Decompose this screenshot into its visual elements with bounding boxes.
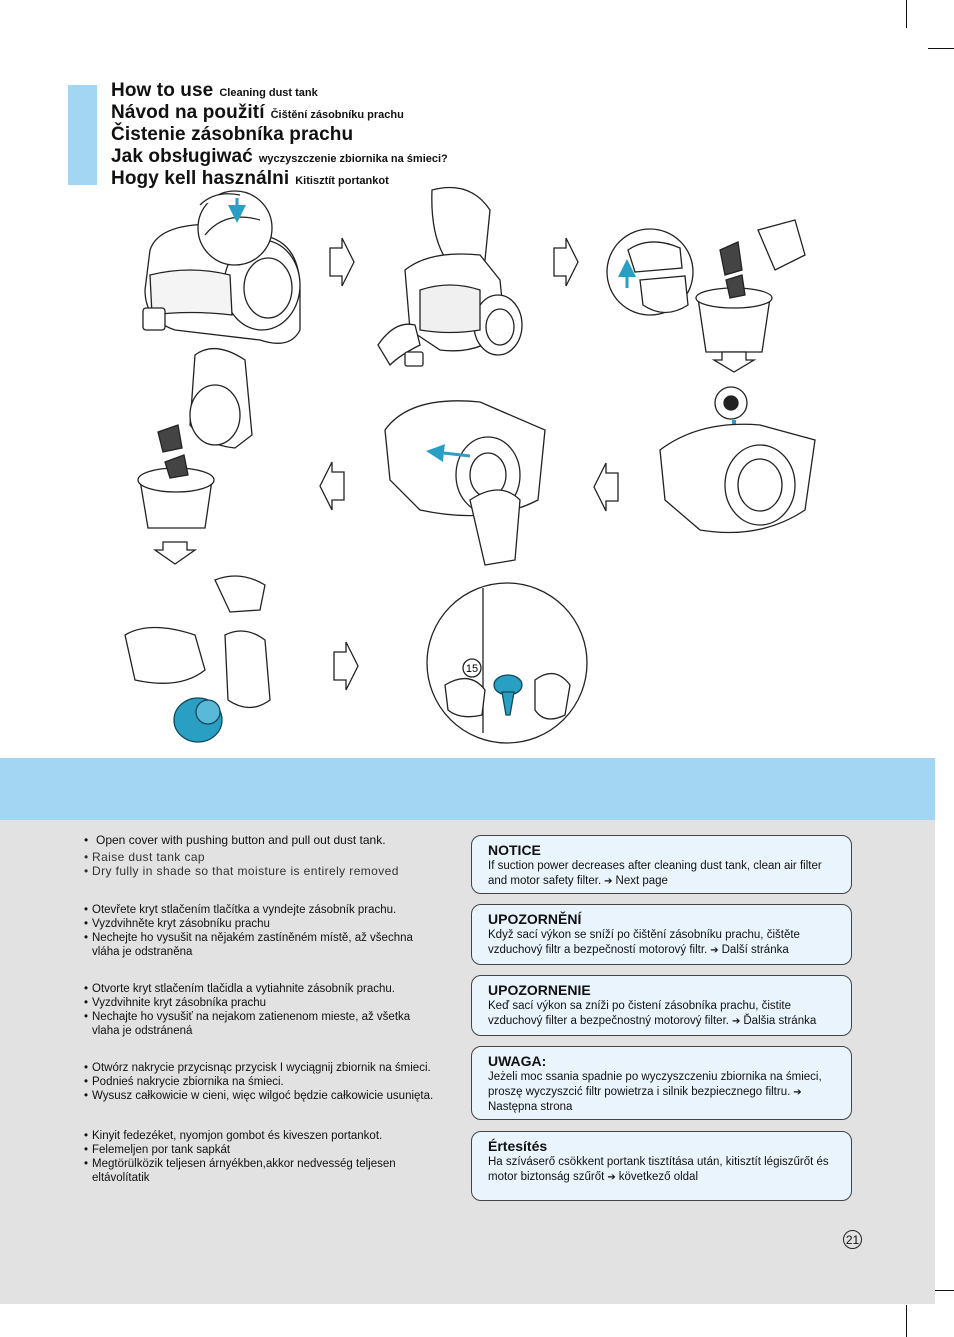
filter-removal-illustration	[384, 400, 546, 566]
arrow-right-icon: ➔	[710, 945, 719, 956]
crop-mark	[928, 1290, 954, 1291]
instruction-item: Otevřete kryt stlačením tlačítka a vynde…	[84, 903, 464, 917]
notice-title: UPOZORNĚNÍ	[488, 911, 582, 927]
instruction-item: Nechejte ho vysušit na nějakém zastíněné…	[84, 931, 432, 959]
arrow-right-icon: ➔	[731, 1016, 741, 1027]
instruction-item: Podnieś nakrycie zbiornika na śmieci.	[84, 1075, 464, 1089]
step-number: 15	[466, 663, 478, 675]
notice-title: NOTICE	[488, 842, 541, 858]
next-page-link: következő oldal	[618, 1171, 699, 1183]
notice-title: UWAGA:	[488, 1053, 547, 1069]
notice-title: Értesítés	[488, 1138, 548, 1154]
arrow-right-icon	[333, 641, 359, 691]
page-number: 21	[843, 1230, 862, 1249]
drying-parts-illustration	[426, 582, 588, 744]
crop-mark	[906, 0, 907, 28]
crop-mark	[928, 48, 954, 49]
notice-body: Ha szíváserő csökkent portank tisztítása…	[488, 1156, 829, 1183]
arrow-right-icon: ➔	[604, 876, 613, 887]
instructions-cs: Otevřete kryt stlačením tlačítka a vynde…	[84, 903, 464, 959]
instruction-item: Wysusz całkowicie w cieni, więc wilgoć b…	[84, 1089, 464, 1103]
arrow-right-icon	[553, 237, 579, 287]
title-main: Návod na použití	[111, 102, 265, 123]
arrow-right-icon	[329, 237, 355, 287]
title-main: Čistenie zásobníka prachu	[111, 124, 354, 145]
instruction-item: Megtörülközik teljesen árnyékben,akkor n…	[84, 1157, 412, 1185]
crop-mark	[906, 1305, 907, 1337]
title-line: Návod na použití Čištění zásobníku prachu	[111, 102, 448, 124]
arrow-left-icon	[593, 462, 619, 512]
vacuum-open-illustration	[377, 186, 523, 367]
instruction-item: Kinyit fedezéket, nyomjon gombot és kive…	[84, 1129, 464, 1143]
notice-body: If suction power decreases after cleanin…	[488, 860, 822, 887]
title-sub: Čištění zásobníku prachu	[270, 109, 404, 121]
title-line: Hogy kell használni Kitisztít portankot	[111, 168, 448, 190]
notice-body: Jeżeli moc ssania spadnie po wyczyszczen…	[488, 1071, 822, 1098]
section-tab	[68, 85, 97, 185]
notice-title: UPOZORNENIE	[488, 982, 591, 998]
instruction-item: Vyzdvihněte kryt zásobníku prachu	[84, 917, 464, 931]
notice-box-sk: UPOZORNENIE Keď sací výkon sa zníži po č…	[471, 975, 852, 1036]
title-main: How to use	[111, 80, 214, 101]
blue-band	[0, 758, 935, 820]
instruction-item: Raise dust tank cap	[84, 850, 464, 864]
notice-text: Keď sací výkon sa zníži po čistení zásob…	[488, 999, 837, 1029]
title-line: How to use Cleaning dust tank	[111, 80, 448, 102]
washing-parts-illustration	[124, 575, 271, 709]
arrow-right-icon: ➔	[793, 1087, 802, 1098]
next-page-link: Następna strona	[488, 1101, 573, 1113]
arrow-left-icon	[319, 461, 345, 511]
notice-box-pl: UWAGA: Jeżeli moc ssania spadnie po wycz…	[471, 1046, 852, 1120]
dust-tank-into-bin-illustration	[137, 348, 253, 529]
notice-box-cs: UPOZORNĚNÍ Když sací výkon se sníží po č…	[471, 904, 852, 965]
instructions-hu: Kinyit fedezéket, nyomjon gombot és kive…	[84, 1129, 464, 1185]
step-number-badge	[462, 658, 482, 678]
arrow-down-icon	[711, 351, 757, 373]
title-main: Jak obsługiwać	[111, 146, 253, 167]
arrow-down-icon	[152, 541, 198, 565]
instruction-item: Otvorte kryt stlačením tlačidla a vytiah…	[84, 982, 464, 996]
vacuum-closed-illustration	[142, 190, 301, 344]
notice-body: Když sací výkon se sníží po čištění záso…	[488, 929, 800, 956]
title-sub: wyczyszczenie zbiornika na śmieci?	[258, 153, 448, 165]
notice-text: If suction power decreases after cleanin…	[488, 859, 837, 889]
notice-box-en: NOTICE If suction power decreases after …	[471, 835, 852, 894]
next-page-link: Next page	[615, 875, 668, 887]
next-page-link: Další stránka	[721, 944, 789, 956]
next-page-link: Ďalšia stránka	[743, 1015, 817, 1027]
dust-tank-emptying-illustration	[606, 219, 806, 353]
instruction-item: Felemeljen por tank sapkát	[84, 1143, 464, 1157]
notice-box-hu: Értesítés Ha szíváserő csökkent portank …	[471, 1131, 852, 1201]
cleaning-steps-illustration: 15	[124, 186, 816, 744]
notice-text: Když sací výkon se sníží po čištění záso…	[488, 928, 837, 958]
title-sub: Kitisztít portankot	[295, 175, 389, 187]
instructions-en: Open cover with pushing button and pull …	[84, 833, 464, 878]
title-line: Čistenie zásobníka prachu	[111, 124, 448, 146]
title-line: Jak obsługiwać wyczyszczenie zbiornika na…	[111, 146, 448, 168]
blue-filter-illustration	[173, 697, 223, 743]
instruction-item: Open cover with pushing button and pull …	[84, 833, 464, 847]
instruction-item: Dry fully in shade so that moisture is e…	[84, 864, 464, 878]
instruction-item: Otwórz nakrycie przycisnąc przycisk I wy…	[84, 1061, 464, 1075]
arrow-right-icon: ➔	[607, 1172, 616, 1183]
notice-text: Ha szíváserő csökkent portank tisztítása…	[488, 1155, 837, 1185]
notice-body: Keď sací výkon sa zníži po čistení zásob…	[488, 1000, 792, 1027]
instruction-item: Nechajte ho vysušiť na nejakom zatieneno…	[84, 1010, 437, 1038]
title-main: Hogy kell használni	[111, 168, 290, 189]
page-titles: How to use Cleaning dust tank Návod na po…	[111, 80, 448, 190]
tank-filter-check-illustration	[659, 423, 816, 534]
instructions-sk: Otvorte kryt stlačením tlačidla a vytiah…	[84, 982, 464, 1038]
title-sub: Cleaning dust tank	[219, 87, 318, 99]
instructions-pl: Otwórz nakrycie przycisnąc przycisk I wy…	[84, 1061, 464, 1103]
notice-text: Jeżeli moc ssania spadnie po wyczyszczen…	[488, 1070, 837, 1115]
instruction-item: Vyzdvihnite kryt zásobníka prachu	[84, 996, 464, 1010]
